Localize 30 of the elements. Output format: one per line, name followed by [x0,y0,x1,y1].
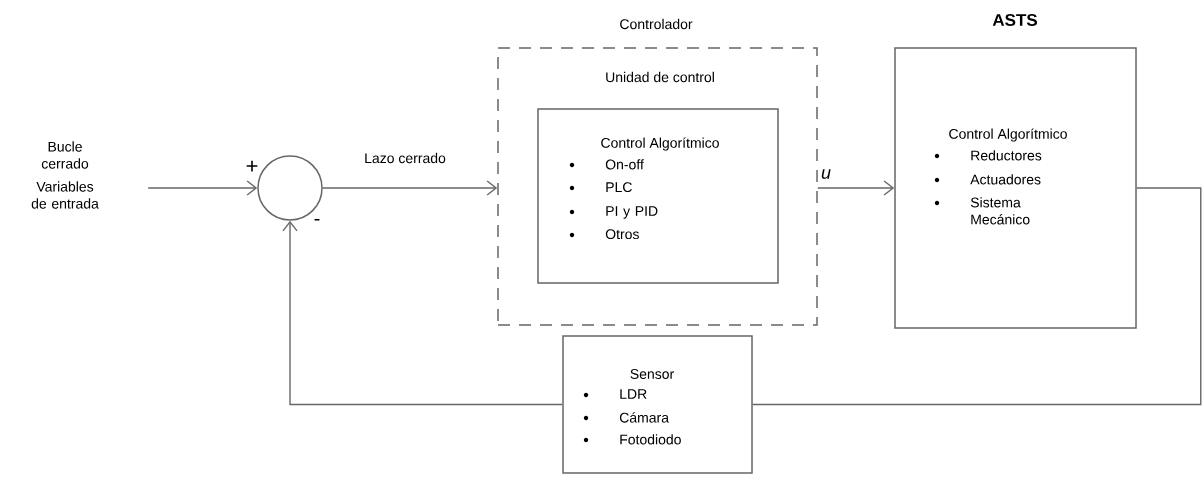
sign-label: - [314,218,320,221]
process-box [537,108,779,284]
list-item: PLC [606,182,632,193]
list-item: On-off [605,159,644,170]
arrow [282,220,563,406]
list-item: PI y PID [606,206,658,219]
arrow [817,180,895,196]
edge-label: u [820,168,832,180]
process-box [562,335,753,474]
sign-label: + [246,160,258,172]
list-item: Sistema Mecánico [970,197,1030,225]
list-item: Fotodiodo [620,434,681,445]
list-item: Otros [605,229,639,240]
box-text: Sensor [630,369,674,379]
list-item: Actuadores [970,174,1041,185]
box-text: Control Algorítmico [601,137,719,151]
dashed-box [497,18,818,326]
box-text: Unidad de control [606,71,714,83]
list-item: Reductores [971,150,1042,161]
arrow [147,180,258,196]
arrow [322,180,498,196]
summing-junction [257,155,323,221]
box-text: Controlador [620,18,693,30]
heading: ASTS [992,14,1037,27]
list-item: LDR [620,389,647,399]
box-text: Control Algorítmico [949,128,1067,142]
edge-label: Lazo cerrado [363,151,447,165]
process-box [894,14,1137,329]
input-label: Bucle cerrado Variables de entrada [31,141,99,209]
list-item: Cámara [619,412,669,423]
